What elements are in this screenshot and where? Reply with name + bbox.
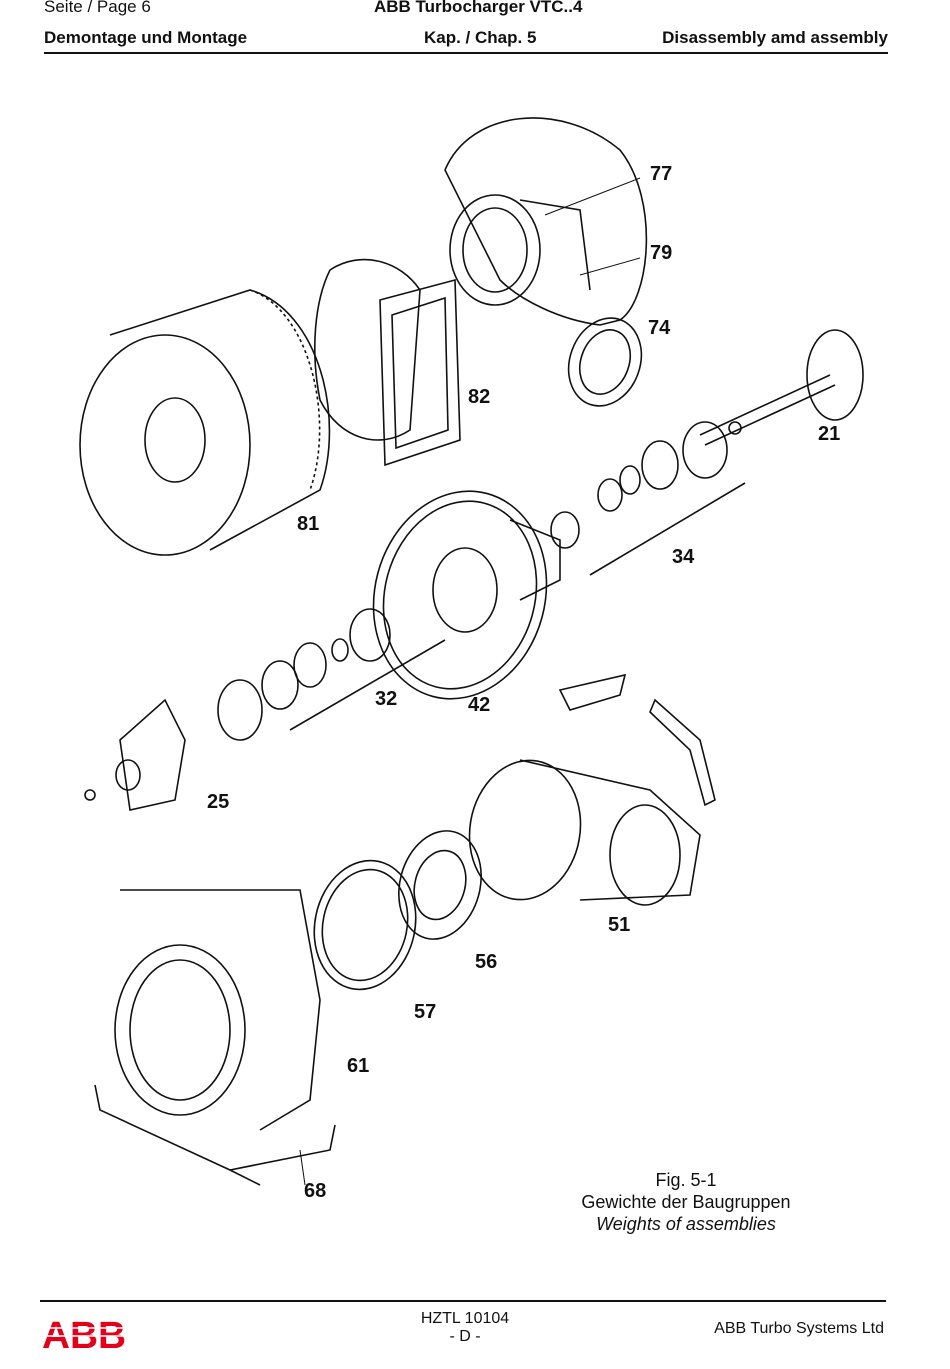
compressor-casing [444,117,648,407]
section-title-en: Disassembly amd assembly [662,28,888,47]
section-title-de: Demontage und Montage [44,28,248,47]
nozzle-ring [398,830,482,940]
part-label-56: 56 [475,951,498,973]
part-label-25: 25 [207,791,230,813]
product-title: ABB Turbocharger VTC..4 [374,0,583,16]
svg-text:ABB: ABB [42,1316,126,1352]
part-label-57: 57 [414,1001,437,1023]
part-label-77: 77 [650,163,673,185]
part-label-61: 61 [347,1055,370,1077]
language-code: - D - [449,1328,481,1345]
chapter-label: Kap. / Chap. 5 [424,28,537,47]
part-label-32: 32 [375,688,398,710]
rotor-shaft [699,329,864,446]
footer-rule [40,1300,886,1302]
figure-caption-en: Weights of assemblies [596,1214,776,1234]
compressor-wheel [84,698,186,811]
part-label-51: 51 [608,914,631,936]
bearing-assembly-34 [550,421,746,576]
document-number: HZTL 10104 [420,1310,510,1327]
part-label-82: 82 [468,386,491,408]
turbine-casing [94,889,336,1186]
gas-outlet-casing [468,673,716,906]
part-label-42: 42 [468,694,491,716]
figure-caption-de: Gewichte der Baugruppen [581,1192,791,1212]
part-label-81: 81 [297,513,320,535]
page-number: Seite / Page 6 [44,0,151,16]
air-inlet [314,258,461,467]
filter-silencer [79,289,331,556]
part-label-34: 34 [672,546,695,568]
cover-ring [313,859,417,991]
part-label-79: 79 [650,242,673,264]
bearing-casing [372,490,561,700]
figure-number: Fig. 5-1 [655,1170,717,1190]
part-label-21: 21 [818,423,841,445]
bearing-assembly-32 [217,608,446,741]
company-name: ABB Turbo Systems Ltd [714,1320,884,1337]
part-label-68: 68 [304,1180,327,1202]
abb-logo: ABB [42,1316,126,1352]
leader-lines [299,177,641,1186]
header-rule [44,52,888,54]
part-label-74: 74 [648,317,671,339]
